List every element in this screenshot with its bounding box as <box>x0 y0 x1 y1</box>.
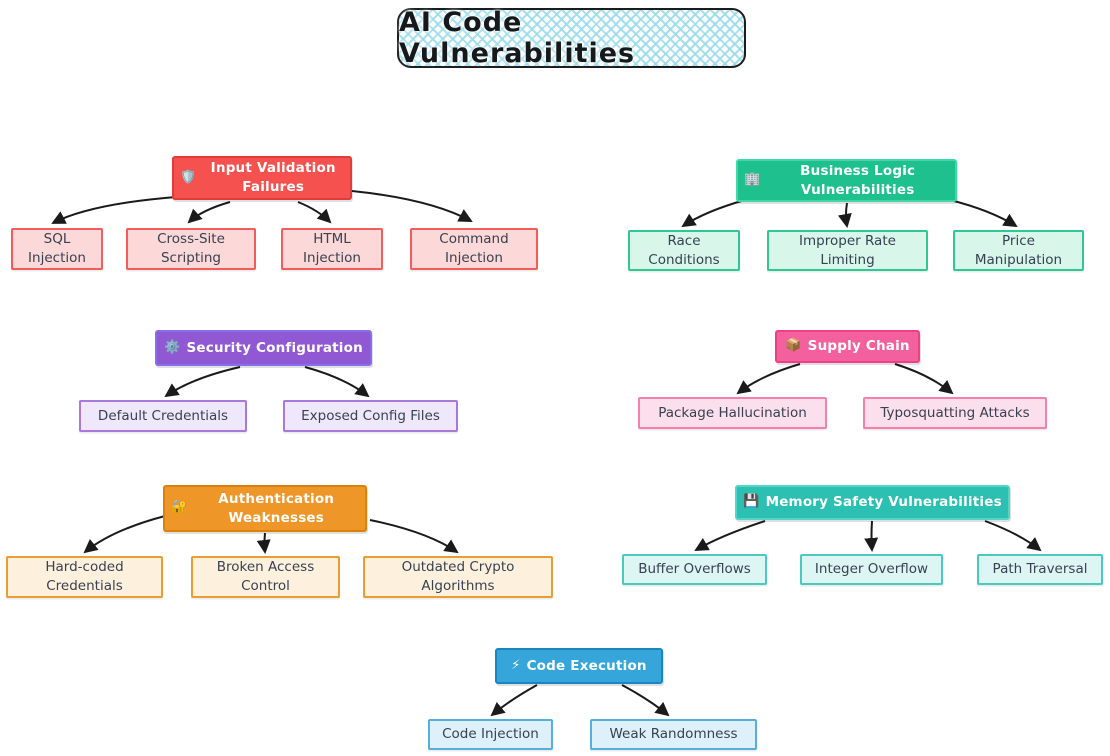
node-exposed-config-files: Exposed Config Files <box>283 400 458 432</box>
node-cross-site-scripting: Cross-Site Scripting <box>126 228 256 270</box>
arrow <box>187 201 231 224</box>
node-package-hallucination: Package Hallucination <box>638 397 827 429</box>
locked-with-key-icon: 🔐 <box>171 500 188 516</box>
arrow <box>51 196 177 224</box>
node-label: Security Configuration <box>186 339 363 356</box>
node-integer-overflow: Integer Overflow <box>800 554 943 585</box>
node-memory-safety-vulnerabilities: 💾 Memory Safety Vulnerabilities <box>735 485 1010 520</box>
node-label: Code Execution <box>526 657 647 674</box>
arrow <box>984 520 1042 552</box>
node-outdated-crypto-algorithms: Outdated Crypto Algorithms <box>363 556 553 598</box>
arrow <box>304 366 370 398</box>
node-improper-rate-limiting: Improper Rate Limiting <box>767 230 928 271</box>
shield-icon: 🛡️ <box>180 169 197 185</box>
node-authentication-weaknesses: 🔐 Authentication Weaknesses <box>163 485 367 532</box>
node-weak-randomness: Weak Randomness <box>590 719 757 750</box>
node-path-traversal: Path Traversal <box>977 554 1103 585</box>
node-security-configuration: ⚙️ Security Configuration <box>155 330 372 366</box>
arrow <box>351 190 473 222</box>
arrow <box>621 684 670 717</box>
arrow <box>83 515 166 554</box>
arrow <box>369 519 459 554</box>
arrow <box>864 520 879 552</box>
node-command-injection: Command Injection <box>410 228 538 270</box>
arrow <box>490 684 538 717</box>
office-building-icon: 🏢 <box>744 172 761 188</box>
arrow <box>894 363 954 395</box>
node-html-injection: HTML Injection <box>281 228 383 270</box>
arrow <box>949 199 1018 228</box>
node-code-injection: Code Injection <box>428 719 553 750</box>
floppy-disk-icon: 💾 <box>743 494 760 510</box>
node-default-credentials: Default Credentials <box>79 400 247 432</box>
lightning-bolt-icon: ⚡ <box>511 657 521 673</box>
node-hard-coded-credentials: Hard-coded Credentials <box>6 556 163 598</box>
arrow <box>837 202 852 228</box>
node-supply-chain: 📦 Supply Chain <box>775 330 920 363</box>
node-label: Memory Safety Vulnerabilities <box>765 494 1002 511</box>
node-price-manipulation: Price Manipulation <box>953 230 1084 271</box>
node-label: Business Logic Vulnerabilities <box>800 162 916 198</box>
node-broken-access-control: Broken Access Control <box>191 556 340 598</box>
diagram-title: AI Code Vulnerabilities <box>397 7 746 69</box>
node-sql-injection: SQL Injection <box>11 228 103 270</box>
node-label: Supply Chain <box>807 338 910 355</box>
node-label: Authentication Weaknesses <box>218 490 335 526</box>
node-race-conditions: Race Conditions <box>628 230 740 271</box>
node-input-validation-failures: 🛡️ Input Validation Failures <box>172 156 352 200</box>
arrow <box>694 520 766 551</box>
gear-icon: ⚙️ <box>164 339 181 355</box>
arrow <box>681 199 746 228</box>
arrow <box>256 532 271 554</box>
arrow <box>736 363 801 395</box>
node-buffer-overflows: Buffer Overflows <box>622 554 767 585</box>
node-business-logic-vulnerabilities: 🏢 Business Logic Vulnerabilities <box>736 159 957 202</box>
package-icon: 📦 <box>785 338 802 354</box>
node-label: Input Validation Failures <box>210 160 336 195</box>
node-typosquatting-attacks: Typosquatting Attacks <box>863 397 1047 429</box>
arrow <box>164 366 241 398</box>
arrow <box>297 201 332 224</box>
node-code-execution: ⚡ Code Execution <box>495 648 663 684</box>
